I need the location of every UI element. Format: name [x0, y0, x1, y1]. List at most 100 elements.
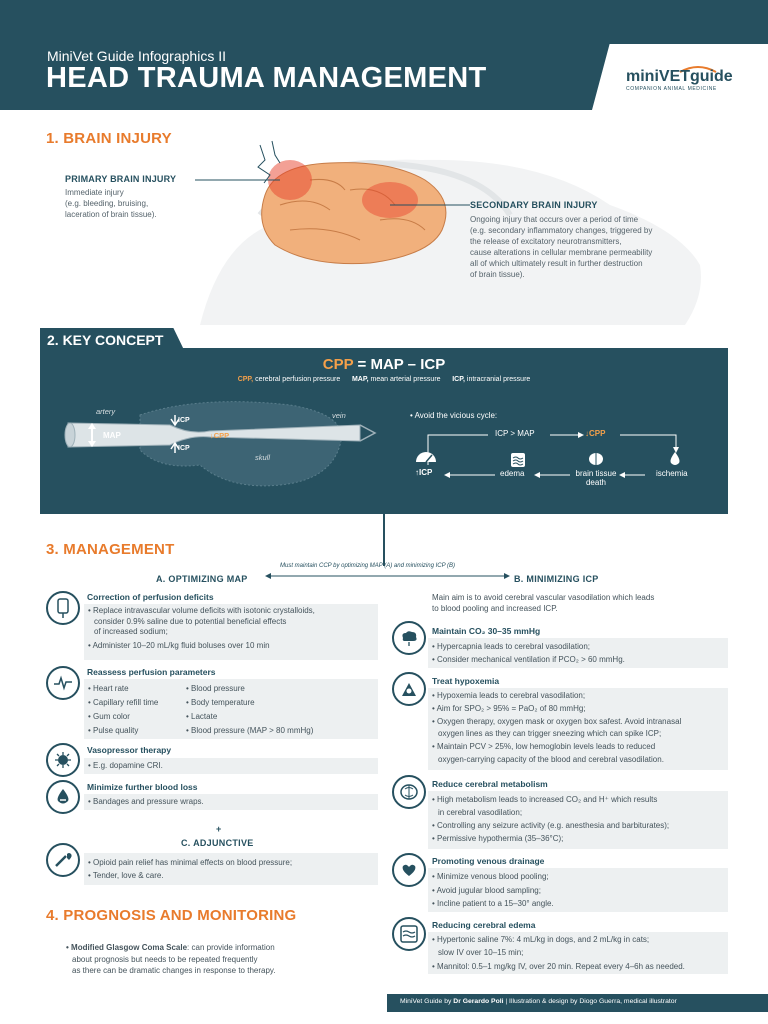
- icp-bottom-label: ICP: [178, 445, 190, 452]
- cycle-edema: edema: [500, 469, 525, 478]
- legend-map-abbr: MAP,: [351, 376, 369, 383]
- a-item-4-head: Minimize further blood loss: [87, 782, 198, 792]
- b-item-4-head: Promoting venous drainage: [432, 856, 545, 866]
- gcs-label: • Modified Glasgow Coma Scale: [66, 943, 188, 952]
- secondary-line: of brain tissue).: [470, 270, 525, 279]
- secondary-line: all of which ultimately result in furthe…: [470, 259, 643, 268]
- secondary-line: Ongoing injury that occurs over a period…: [470, 215, 639, 224]
- cycle-cpp-text: CPP: [589, 429, 606, 438]
- b3-line: • Controlling any seizure activity (e.g.…: [432, 821, 670, 830]
- a2-right-line: • Blood pressure: [186, 684, 245, 693]
- footer-text-1: MiniVet Guide by: [400, 998, 454, 1005]
- cycle-death: death: [585, 478, 607, 487]
- a2-left-line: • Capillary refill time: [88, 698, 159, 707]
- primary-injury-text: Immediate injury (e.g. bleeding, bruisin…: [65, 187, 157, 220]
- b5-line: • Hypertonic saline 7%: 4 mL/kg in dogs,…: [432, 935, 650, 944]
- brain-illustration: [195, 140, 701, 325]
- b-item-1-box: [428, 638, 728, 668]
- a-item-3-box: [84, 758, 378, 774]
- section-prognosis-title: 4. PROGNOSIS AND MONITORING: [46, 907, 297, 924]
- brain-metabolism-icon: [392, 775, 426, 809]
- legend-map-text: mean arterial pressure: [368, 376, 441, 383]
- a2-right-line: • Lactate: [186, 712, 218, 721]
- secondary-line: the release of excitatory neurotransmitt…: [470, 237, 622, 246]
- skull-label: skull: [255, 453, 271, 462]
- blood-drop-icon: [670, 452, 680, 465]
- b-item-2-box: [428, 688, 728, 770]
- b-item-2-text: • Hypoxemia leads to cerebral vasodilati…: [432, 690, 681, 767]
- b4-line: • Minimize venous blood pooling;: [432, 872, 549, 881]
- b-item-3-box: [428, 791, 728, 849]
- cpp-equation: CPP = MAP – ICP: [0, 356, 768, 373]
- map-label: MAP: [103, 431, 121, 440]
- b2-line: • Oxygen therapy, oxygen mask or oxygen …: [432, 716, 682, 726]
- vicious-cycle-arrows: [427, 432, 679, 478]
- management-double-arrow: [265, 573, 510, 579]
- a2-right-line: • Body temperature: [186, 698, 255, 707]
- footer-bar: [387, 994, 768, 1012]
- b4-line: • Incline patient to a 15–30° angle.: [432, 899, 554, 908]
- logo-panel: [592, 44, 768, 110]
- prognosis-line: as there can be dramatic changes in resp…: [72, 966, 276, 975]
- secondary-line: cause alterations in cellular membrane p…: [470, 248, 653, 257]
- a-item-1-box: [84, 604, 378, 660]
- edema-waves-icon: [392, 917, 426, 951]
- legend-icp-abbr: ICP,: [452, 376, 465, 383]
- virus-icon: [46, 743, 80, 777]
- b1-line: • Hypercapnia leads to cerebral vasodila…: [432, 642, 590, 651]
- a1-line: • Replace intravascular volume deficits …: [88, 606, 315, 615]
- b2-line: • Aim for SPO₂ > 95% = PaO₂ of 80 mmHg;: [432, 703, 586, 713]
- adjunctive-text: • Opioid pain relief has minimal effects…: [88, 856, 292, 882]
- legend-cpp-text: cerebral perfusion pressure: [253, 376, 341, 383]
- cycle-icp-text: ICP: [419, 468, 433, 477]
- logo-tagline: COMPANION ANIMAL MEDICINE: [626, 86, 717, 92]
- co2-icon: [392, 621, 426, 655]
- a-item-1-text: • Replace intravascular volume deficits …: [88, 606, 315, 651]
- legend-cpp-abbr: CPP,: [237, 376, 254, 383]
- eq-rest: = MAP – ICP: [353, 356, 446, 373]
- a2-right-line: • Blood pressure (MAP > 80 mmHg): [186, 726, 314, 735]
- page-title: HEAD TRAUMA MANAGEMENT: [46, 62, 487, 94]
- b-intro-line: to blood pooling and increased ICP.: [432, 604, 558, 613]
- adj-line: • Tender, love & care.: [88, 871, 164, 880]
- artery-label: artery: [96, 407, 116, 416]
- pressure-gauge-icon: [416, 452, 436, 463]
- cycle-intro: • Avoid the vicious cycle:: [410, 411, 498, 420]
- logo: miniVETguide: [626, 68, 733, 85]
- secondary-injury-text: Ongoing injury that occurs over a period…: [470, 214, 652, 280]
- b-intro-line: Main aim is to avoid cerebral vascular v…: [432, 593, 655, 602]
- blood-drop-minus-icon: [46, 780, 80, 814]
- footer-credits: MiniVet Guide by Dr Gerardo Poli | Illus…: [400, 998, 677, 1005]
- adj-line: • Opioid pain relief has minimal effects…: [88, 858, 293, 867]
- a-item-2-right: • Blood pressure • Body temperature • La…: [186, 682, 313, 738]
- b2-line: oxygen lines as they can trigger sneezin…: [438, 729, 662, 739]
- heart-cycle-icon: [392, 853, 426, 887]
- eq-cpp: CPP: [322, 356, 354, 373]
- a2-left-line: • Gum color: [88, 712, 130, 721]
- a-item-3-head: Vasopressor therapy: [87, 745, 172, 755]
- adjunctive-box: [84, 853, 378, 885]
- b3-line: in cerebral vasodilation;: [438, 808, 523, 817]
- cycle-icp: ↑ICP: [415, 468, 433, 477]
- b2-line: • Maintain PCV > 25%, low hemoglobin lev…: [432, 742, 656, 752]
- vessel-diagram: [64, 401, 377, 487]
- b-item-2-head: Treat hypoxemia: [432, 676, 500, 686]
- icp-top-label: ICP: [178, 417, 190, 424]
- cycle-brain-death: brain tissue death: [571, 469, 621, 487]
- iv-bag-icon: [46, 591, 80, 625]
- b4-line: • Avoid jugular blood sampling;: [432, 885, 541, 895]
- b-item-4-text: • Minimize venous blood pooling; • Avoid…: [432, 870, 554, 911]
- secondary-line: (e.g. secondary inflammatory changes, tr…: [470, 226, 653, 235]
- secondary-injury-head: SECONDARY BRAIN INJURY: [470, 200, 598, 210]
- management-note: Must maintain CCP by optimizing MAP (A) …: [280, 563, 456, 569]
- primary-line: (e.g. bleeding, bruising,: [65, 199, 149, 208]
- a-item-3-text: • E.g. dopamine CRI.: [88, 761, 163, 770]
- cycle-cpp: ↓CPP: [585, 429, 606, 438]
- b-item-3-head: Reduce cerebral metabolism: [432, 779, 548, 789]
- b-item-5-text: • Hypertonic saline 7%: 4 mL/kg in dogs,…: [432, 934, 685, 974]
- brain-icon: [589, 453, 603, 465]
- plus-sign: +: [216, 824, 222, 834]
- vein-label: vein: [332, 411, 346, 420]
- b-item-5-head: Reducing cerebral edema: [432, 920, 536, 930]
- b-item-1-text: • Hypercapnia leads to cerebral vasodila…: [432, 640, 625, 666]
